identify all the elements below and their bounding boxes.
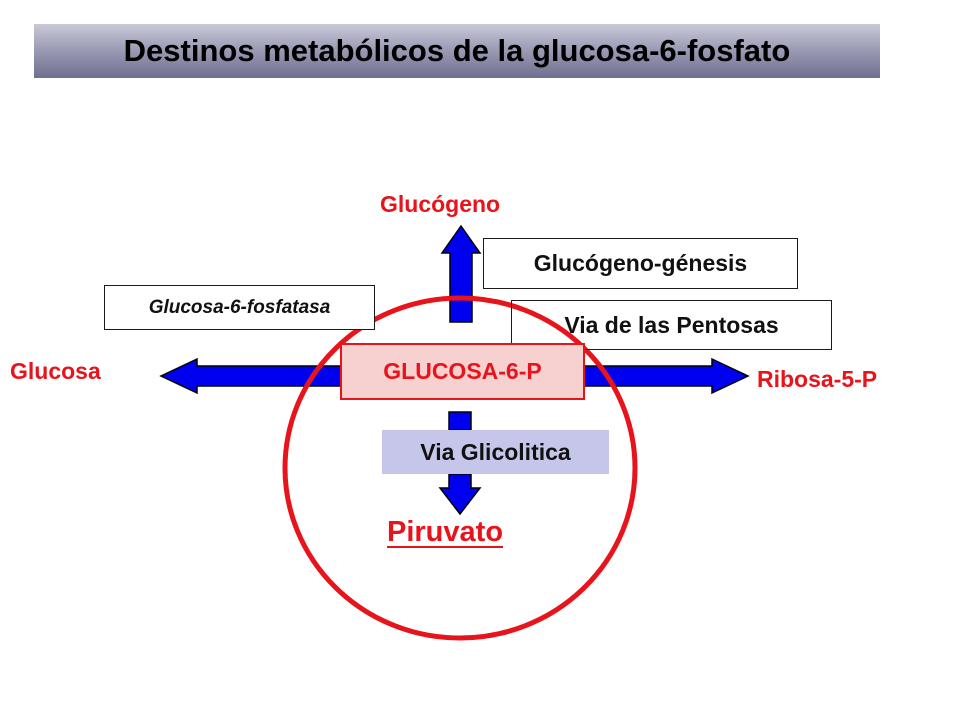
glycogenesis-label: Glucógeno-génesis [533, 250, 748, 276]
node-glucosa: Glucosa [10, 358, 101, 384]
glycolysis-label: Via Glicolitica [420, 438, 571, 465]
node-piruvato: Piruvato [387, 516, 504, 548]
node-glucogeno: Glucógeno [380, 191, 501, 217]
title-banner: Destinos metabólicos de la glucosa-6-fos… [34, 24, 880, 78]
center-glucosa-6-p-label: GLUCOSA-6-P [383, 358, 542, 384]
phosphatase-box: Glucosa-6-fosfatasa [104, 285, 375, 330]
arrow-down-shaft [448, 411, 472, 431]
arrow-right-icon [579, 357, 750, 395]
phosphatase-label: Glucosa-6-fosfatasa [148, 296, 331, 318]
arrow-up-icon [440, 224, 482, 323]
page-title: Destinos metabólicos de la glucosa-6-fos… [123, 33, 791, 68]
arrow-down-icon [438, 473, 482, 516]
glycolysis-box: Via Glicolitica [382, 430, 609, 474]
red-circle-highlight [282, 295, 638, 641]
center-glucosa-6-p-box: GLUCOSA-6-P [340, 343, 585, 400]
pentose-label: Via de las Pentosas [564, 311, 779, 338]
arrow-left-icon [159, 357, 344, 395]
pentose-box: Via de las Pentosas [511, 300, 832, 350]
glycogenesis-box: Glucógeno-génesis [483, 238, 798, 289]
node-ribosa-5-p: Ribosa-5-P [757, 366, 878, 392]
